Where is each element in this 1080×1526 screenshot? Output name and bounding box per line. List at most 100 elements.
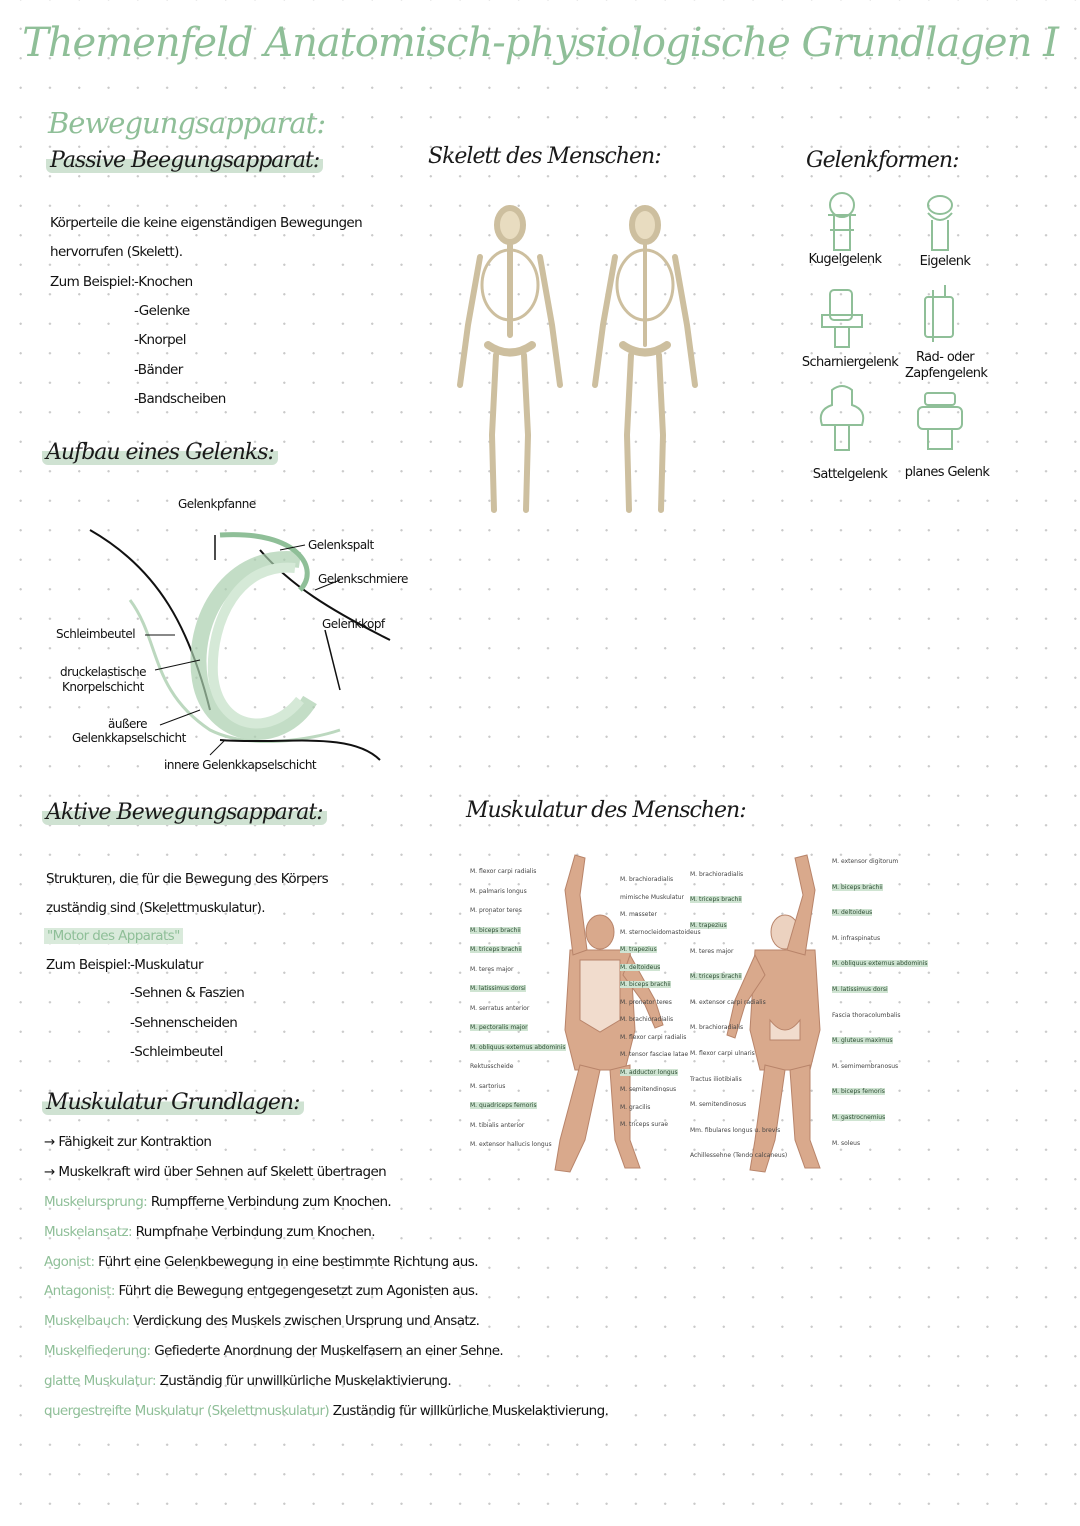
text-line: Strukturen, die für die Bewegung des Kör… [46, 871, 329, 887]
definition: Rumpfnahe Verbindung zum Knochen. [135, 1223, 376, 1240]
term-definition: Muskelansatz: Rumpfnahe Verbindung zum K… [44, 1223, 376, 1240]
definition: Verdickung des Muskels zwischen Ursprung… [133, 1313, 480, 1330]
muscle-label: M. brachioradialis [620, 876, 674, 883]
label-scharniergelenk: Scharniergelenk [801, 355, 899, 370]
term-definition: Muskelursprung: Rumpfferne Verbindung zu… [44, 1194, 392, 1210]
list-item: -Knorpel [134, 332, 187, 348]
subheading-muskulatur: Muskulatur des Menschen: [466, 798, 747, 823]
term: glatte Muskulatur: [44, 1372, 157, 1389]
muscle-label: M. latissimus dorsi [470, 985, 526, 992]
muscle-label: M. teres major [470, 965, 514, 973]
muscle-label: M. biceps femoris [832, 1088, 885, 1096]
list-item: -Sehnen & Faszien [130, 985, 245, 1001]
muscle-label: M. quadriceps femoris [470, 1102, 537, 1109]
label-gelenkschmiere: Gelenkschmiere [318, 572, 408, 586]
term: Muskelbauch: [44, 1313, 130, 1330]
ellipsoid-joint-icon [927, 195, 953, 251]
muscle-label: M. triceps brachii [690, 896, 742, 904]
label-knorpel: Knorpelschicht [62, 680, 144, 694]
muscle-label: M. serratus anterior [470, 1004, 530, 1012]
hinge-joint-icon [821, 289, 863, 348]
muscle-label: M. obliquus externus abdominis [470, 1043, 566, 1051]
muscle-image [554, 854, 821, 1173]
list-item: -Bandscheiben [134, 391, 226, 407]
muscle-label: M. brachioradialis [620, 1016, 674, 1023]
muscle-label: M. flexor carpi ulnaris [690, 1050, 755, 1057]
subheading-grundlagen: Muskulatur Grundlagen: [42, 1090, 304, 1115]
muscle-label: M. flexor carpi radialis [470, 868, 537, 875]
example-label: Zum Beispiel: [46, 957, 131, 973]
text-line: zuständig sind (Skelettmuskulatur). [46, 900, 266, 916]
muscle-label: M. trapezius [620, 946, 657, 953]
muscle-label: M. gracilis [620, 1103, 651, 1111]
definition: Führt die Bewegung entgegengesetzt zum A… [118, 1283, 479, 1300]
example-label: Zum Beispiel: [50, 274, 135, 290]
muscle-label: M. pronator teres [620, 998, 672, 1006]
muscle-label: M. pronator teres [470, 907, 522, 914]
muscle-label: Rektusscheide [470, 1063, 514, 1070]
joint-diagram [89, 529, 391, 761]
list-item: -Gelenke [134, 303, 190, 319]
pivot-joint-icon [924, 285, 954, 342]
label-knorpel: druckelastische [60, 665, 146, 679]
muscle-label: M. adductor longus [620, 1068, 678, 1076]
muscle-label: M. semitendinosus [620, 1086, 677, 1093]
label-gelenkpfanne: Gelenkpfanne [178, 497, 256, 511]
text-line: Körperteile die keine eigenständigen Bew… [50, 215, 363, 231]
list-item: -Muskulatur [130, 957, 203, 973]
subheading-gelenk: Aufbau eines Gelenks: [42, 440, 278, 465]
definition: Zuständig für unwillkürliche Muskelaktiv… [159, 1372, 452, 1389]
muscle-label: M. sartorius [470, 1082, 506, 1090]
muscle-label: Mm. fibulares longus u. brevis [690, 1126, 781, 1134]
label-innen: innere Gelenkkapselschicht [164, 758, 317, 772]
muscle-label: M. semimembranosus [832, 1062, 899, 1070]
page-title: Themenfeld Anatomisch-physiologische Gru… [22, 20, 1059, 66]
muscle-label: Achillessehne (Tendo calcaneus) [690, 1152, 788, 1160]
list-item: -Bänder [134, 362, 183, 378]
term: Agonist: [44, 1253, 95, 1270]
term-definition: quergestreifte Muskulatur (Skelettmuskul… [44, 1402, 609, 1419]
muscle-label: M. soleus [832, 1139, 861, 1147]
label-planes-gelenk: planes Gelenk [904, 465, 990, 480]
term: Muskelansatz: [44, 1223, 133, 1240]
muscle-label: M. triceps brachii [690, 973, 742, 981]
term-definition: Agonist: Führt eine Gelenkbewegung in ei… [44, 1254, 478, 1270]
muscle-label: M. pectoralis major [470, 1024, 528, 1031]
term-definition: Antagonist: Führt die Bewegung entgegeng… [44, 1283, 479, 1300]
muscle-label: M. flexor carpi radialis [620, 1033, 687, 1041]
label-schleimbeutel: Schleimbeutel [56, 627, 136, 641]
term: Antagonist: [44, 1283, 115, 1300]
muscle-label: M. triceps brachii [470, 946, 522, 953]
bullet-line: → Fähigkeit zur Kontraktion [44, 1134, 212, 1150]
muscle-label: M. deltoideus [832, 909, 873, 917]
muscle-label: M. trapezius [690, 922, 727, 929]
section-heading: Bewegungsapparat: [48, 106, 326, 140]
muscle-label: Fascia thoracolumbalis [832, 1011, 901, 1019]
muscle-label: M. deltoideus [620, 963, 661, 971]
muscle-label: M. brachioradialis [690, 870, 744, 878]
muscle-label: M. biceps brachii [832, 883, 883, 891]
definition: Gefiederte Anordnung der Muskelfasern an… [154, 1343, 504, 1359]
term-definition: Muskelfiederung: Gefiederte Anordnung de… [44, 1343, 504, 1359]
label-sattelgelenk: Sattelgelenk [812, 467, 888, 482]
term: quergestreifte Muskulatur (Skelettmuskul… [44, 1402, 330, 1419]
saddle-joint-icon [819, 385, 865, 451]
label-gelenkspalt: Gelenkspalt [308, 538, 374, 552]
muscle-label: M. biceps brachii [620, 981, 671, 988]
muscle-label: M. biceps brachii [470, 926, 521, 934]
subheading-passive: Passive Beegungsapparat: [46, 148, 324, 173]
label-aussen: Gelenkkapselschicht [72, 731, 186, 745]
subheading-gelenkformen: Gelenkformen: [806, 148, 960, 173]
muscle-label: M. extensor hallucis longus [470, 1141, 552, 1148]
muscle-label: M. brachioradialis [690, 1024, 744, 1032]
subheading-skelett: Skelett des Menschen: [428, 144, 662, 169]
term-definition: glatte Muskulatur: Zuständig für unwillk… [44, 1372, 452, 1389]
muscle-label: M. palmaris longus [470, 887, 527, 895]
muscle-label: M. latissimus dorsi [832, 986, 888, 993]
ball-joint-icon [828, 192, 856, 251]
definition: Zuständig für willkürliche Muskelaktivie… [332, 1402, 609, 1419]
label-aussen: äußere [108, 717, 147, 731]
skeleton-image [457, 205, 698, 513]
highlight-text: "Motor des Apparats" [44, 928, 183, 944]
muscle-label: M. infraspinatus [832, 934, 881, 942]
